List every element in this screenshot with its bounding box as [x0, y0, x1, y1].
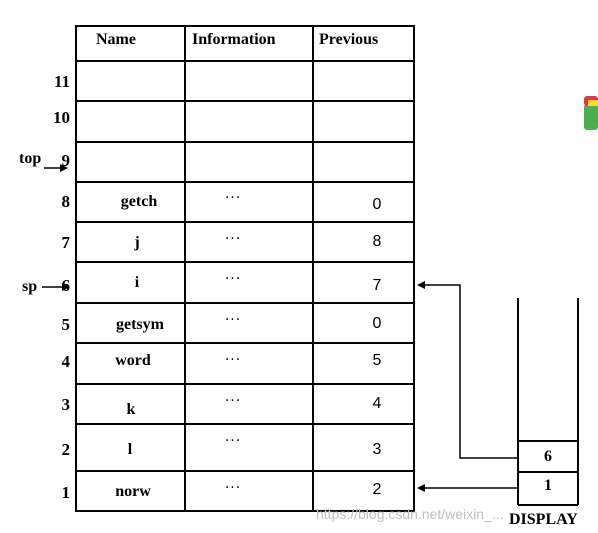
row-number-6: 6	[61, 276, 71, 295]
cell-prev-5: 0	[372, 315, 382, 332]
row-number-8: 8	[61, 192, 71, 211]
row-number-7: 7	[61, 233, 71, 252]
cell-name-6: i	[134, 274, 140, 291]
top-pointer-label: top	[19, 150, 42, 167]
header-name: Name	[96, 31, 136, 48]
cell-prev-1: 2	[372, 481, 382, 498]
row-number-2: 2	[61, 440, 71, 459]
cell-name-3: k	[126, 401, 136, 418]
row-number-5: 5	[61, 315, 71, 334]
row-number-3: 3	[61, 395, 71, 414]
cell-info-2: ···	[224, 433, 242, 449]
row-number-10: 10	[53, 108, 70, 127]
cell-prev-3: 4	[372, 395, 382, 412]
display-stack-box	[517, 298, 579, 506]
display-link-arrow-6	[417, 281, 518, 459]
display-entry-1: 1	[544, 477, 552, 494]
pencil-icon	[584, 96, 598, 130]
cell-info-1: ···	[224, 480, 242, 496]
watermark: https://blog.csdn.net/weixin_...	[316, 506, 504, 522]
row-number-11: 11	[53, 72, 70, 91]
display-title: DISPLAY	[509, 511, 578, 528]
cell-name-4: word	[115, 352, 151, 369]
cell-name-5: getsym	[116, 316, 164, 333]
cell-info-4: ···	[224, 352, 242, 368]
cell-name-2: l	[127, 441, 133, 458]
display-link-arrow-1	[417, 484, 518, 492]
row-number-9: 9	[61, 151, 71, 170]
header-information: Information	[192, 31, 276, 48]
cell-info-3: ···	[224, 393, 242, 409]
cell-name-7: j	[134, 234, 140, 251]
cell-prev-7: 8	[372, 233, 382, 250]
cell-info-8: ···	[224, 190, 242, 206]
stack-table-grid	[75, 25, 415, 512]
row-number-1: 1	[61, 483, 71, 502]
cell-prev-2: 3	[372, 441, 382, 458]
cell-info-5: ···	[224, 312, 242, 328]
header-previous: Previous	[319, 31, 379, 48]
cell-name-1: norw	[115, 483, 151, 500]
row-number-4: 4	[61, 352, 71, 371]
top-pointer-arrow	[44, 164, 68, 172]
cell-info-6: ···	[224, 271, 242, 287]
cell-prev-8: 0	[372, 196, 382, 213]
display-entry-6: 6	[544, 448, 552, 465]
cell-prev-4: 5	[372, 352, 382, 369]
cell-name-8: getch	[120, 193, 158, 210]
cell-info-7: ···	[224, 231, 242, 247]
cell-prev-6: 7	[372, 277, 382, 294]
sp-pointer-arrow	[42, 283, 70, 291]
sp-pointer-label: sp	[22, 278, 38, 295]
